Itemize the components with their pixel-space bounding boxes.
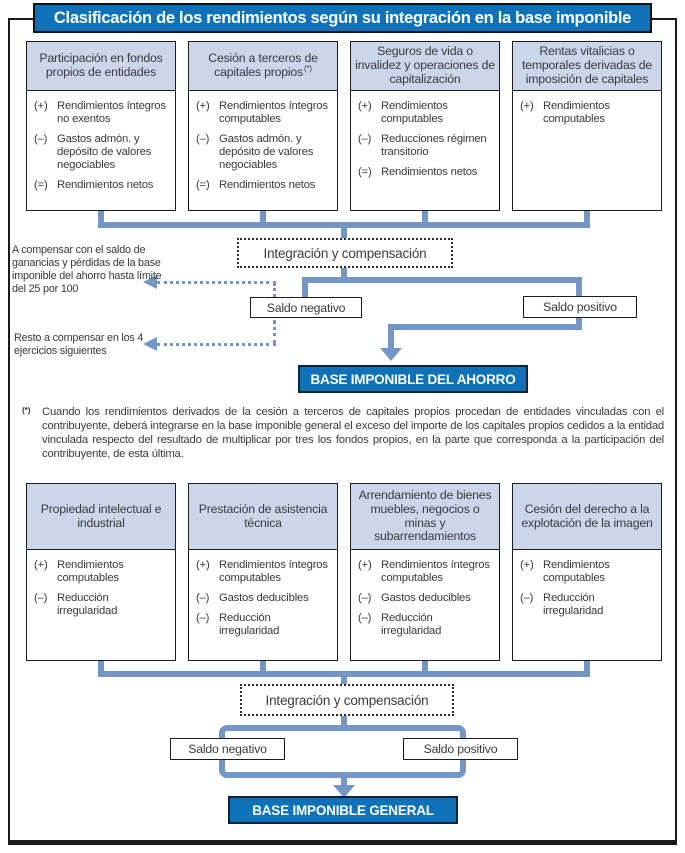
list-item: (+)Rendimientos computables xyxy=(34,559,124,585)
connector-line xyxy=(422,209,428,228)
list-item: (–)Reducción irregularidad xyxy=(34,592,118,618)
list-item: (+)Rendimientos íntegros computables xyxy=(196,100,328,126)
flow-box-rentas-vitalicias: Rentas vitalicias o temporales derivadas… xyxy=(512,41,662,211)
flow-box-body: (+)Rendimientos computables (–)Reducción… xyxy=(513,550,661,618)
flow-box-header: Propiedad intelectual e industrial xyxy=(27,484,175,550)
connector-line xyxy=(584,659,590,677)
dotted-line xyxy=(157,281,276,284)
connector-line xyxy=(422,659,428,677)
dotted-line xyxy=(157,343,276,346)
base-imponible-ahorro-box: BASE IMPONIBLE DEL AHORRO xyxy=(298,365,528,393)
flow-box-header: Participación en fondos propios de entid… xyxy=(27,42,175,91)
flow-box-header: Prestación de asistencia técnica xyxy=(189,484,337,550)
connector-line xyxy=(98,222,590,228)
list-item: (–)Reducción irregularidad xyxy=(520,592,604,618)
dotted-line xyxy=(273,283,276,297)
flow-box-arrendamiento: Arrendamiento de bienes muebles, negocio… xyxy=(350,483,500,661)
flow-box-header: Arrendamiento de bienes muebles, negocio… xyxy=(351,484,499,550)
arrow-left-icon xyxy=(143,337,157,351)
annotation-compensar-ahorro: A compensar con el saldo de ganancias y … xyxy=(12,244,162,295)
diagram-title: Clasificación de los rendimientos según … xyxy=(33,3,652,33)
saldo-negativo-box-general: Saldo negativo xyxy=(170,738,285,760)
integration-box-savings: Integración y compensación xyxy=(237,238,453,268)
dotted-line xyxy=(273,320,276,344)
flow-box-body: (+)Rendimientos íntegros computables (–)… xyxy=(189,550,337,638)
list-item: (=)Rendimientos netos xyxy=(34,179,154,192)
footnote: (*) Cuando los rendimientos derivados de… xyxy=(22,405,664,461)
connector-line xyxy=(98,209,104,228)
flow-box-header: Seguros de vida o invalidez y operacione… xyxy=(351,42,499,91)
arrow-left-icon xyxy=(143,275,157,289)
list-item: (–)Reducción irregularidad xyxy=(358,612,442,638)
connector-line xyxy=(260,659,266,677)
list-item: (+)Rendimientos computables xyxy=(520,559,610,585)
saldo-positivo-box-savings: Saldo positivo xyxy=(523,296,637,318)
connector-line xyxy=(302,277,582,283)
connector-line xyxy=(98,671,590,677)
footnote-text: Cuando los rendimientos derivados de la … xyxy=(42,406,664,460)
list-item: (–)Gastos deducibles xyxy=(358,592,471,605)
connector-line xyxy=(302,283,308,298)
flow-box-propiedad-intelectual: Propiedad intelectual e industrial (+)Re… xyxy=(26,483,176,661)
flow-box-body: (+)Rendimientos íntegros computables (–)… xyxy=(351,550,499,638)
flow-box-body: (+)Rendimientos computables (–)Reducción… xyxy=(27,550,175,618)
flow-box-header: Cesión a terceros de capitales propios(*… xyxy=(189,42,337,91)
saldo-positivo-box-general: Saldo positivo xyxy=(403,738,518,760)
list-item: (+)Rendimientos íntegros computables xyxy=(358,559,490,585)
base-imponible-general-box: BASE IMPONIBLE GENERAL xyxy=(228,796,458,824)
saldo-negativo-box-savings: Saldo negativo xyxy=(250,297,362,318)
integration-box-general: Integración y compensación xyxy=(240,684,454,716)
connector-line xyxy=(98,659,104,677)
list-item: (+)Rendimientos computables xyxy=(520,100,610,126)
flow-box-seguros-vida: Seguros de vida o invalidez y operacione… xyxy=(350,41,500,211)
footnote-marker: (*) xyxy=(22,405,31,415)
connector-line xyxy=(341,268,347,278)
list-item: (–)Reducciones régimen transitorio xyxy=(358,133,487,159)
list-item: (–)Reducción irregularidad xyxy=(196,612,280,638)
connector-line xyxy=(341,716,347,727)
list-item: (–)Gastos admón. y depósito de valores n… xyxy=(196,133,314,172)
connector-line xyxy=(388,324,582,330)
flow-box-body: (+)Rendimientos computables xyxy=(513,91,661,126)
flow-box-body: (+)Rendimientos computables (–)Reduccion… xyxy=(351,91,499,179)
arrow-down-icon xyxy=(333,785,355,798)
list-item: (=)Rendimientos netos xyxy=(358,166,478,179)
footnote-ref: (*) xyxy=(304,64,312,74)
list-item: (–)Gastos admón. y depósito de valores n… xyxy=(34,133,152,172)
list-item: (+)Rendimientos íntegros computables xyxy=(196,559,328,585)
flow-box-header: Rentas vitalicias o temporales derivadas… xyxy=(513,42,661,91)
list-item: (+)Rendimientos íntegros no exentos xyxy=(34,100,166,126)
connector-line xyxy=(260,209,266,228)
connector-line xyxy=(341,778,347,786)
list-item: (=)Rendimientos netos xyxy=(196,179,316,192)
connector-line xyxy=(388,330,394,348)
flow-box-header: Cesión del derecho a la explotación de l… xyxy=(513,484,661,550)
flow-box-participacion: Participación en fondos propios de entid… xyxy=(26,41,176,211)
annotation-resto-compensar: Resto a compensar en los 4 ejercicios si… xyxy=(14,332,144,357)
connector-line xyxy=(341,228,347,239)
connector-line xyxy=(584,209,590,228)
connector-line xyxy=(341,677,347,685)
flow-box-derecho-imagen: Cesión del derecho a la explotación de l… xyxy=(512,483,662,661)
flow-box-cesion-terceros: Cesión a terceros de capitales propios(*… xyxy=(188,41,338,211)
flow-box-body: (+)Rendimientos íntegros computables (–)… xyxy=(189,91,337,193)
flow-box-body: (+)Rendimientos íntegros no exentos (–)G… xyxy=(27,91,175,193)
arrow-down-icon xyxy=(380,348,402,361)
list-item: (+)Rendimientos computables xyxy=(358,100,448,126)
flow-box-asistencia-tecnica: Prestación de asistencia técnica (+)Rend… xyxy=(188,483,338,661)
list-item: (–)Gastos deducibles xyxy=(196,592,309,605)
